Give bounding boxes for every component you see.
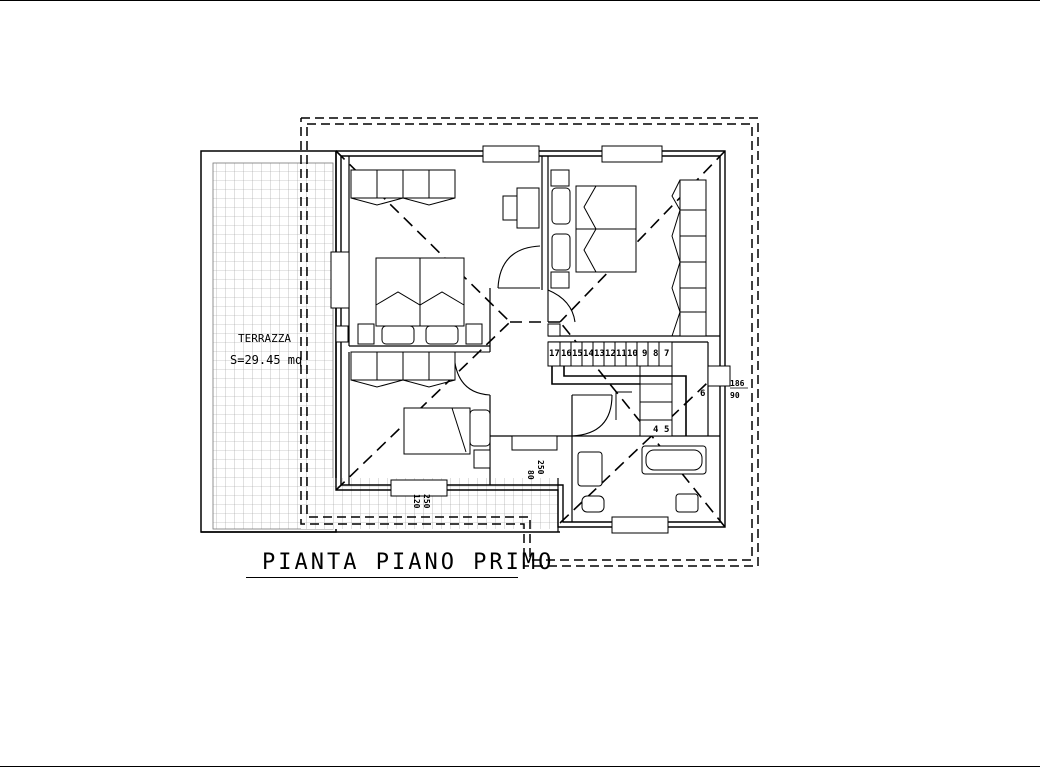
- dimension-labels: 186 90 80 250 120 250: [412, 379, 748, 509]
- roof-outline: [300, 117, 759, 567]
- title-underline: [246, 577, 518, 578]
- stair-step-12: 12: [605, 349, 616, 359]
- staircase: [547, 323, 687, 437]
- stair-step-17: 17: [549, 349, 560, 359]
- stair-step-6: 6: [700, 389, 705, 399]
- stair-step-11: 11: [616, 349, 627, 359]
- dim-door-b: 250: [536, 460, 545, 475]
- dim-right-top: 186: [730, 379, 745, 388]
- bedroom-bottom-left: [350, 351, 491, 469]
- doors: [453, 245, 613, 437]
- dim-right-bottom: 90: [730, 391, 740, 400]
- drawing-title: PIANTA PIANO PRIMO: [262, 550, 555, 575]
- bedroom-top-left: [335, 169, 540, 345]
- terrace-area: S=29.45 mq: [230, 353, 302, 367]
- exterior-walls: [335, 150, 726, 528]
- stair-step-15: 15: [572, 349, 583, 359]
- stair-step-14: 14: [583, 349, 594, 359]
- stair-step-5: 5: [664, 425, 669, 435]
- stair-step-9: 9: [642, 349, 647, 359]
- bedroom-top-right: [550, 169, 707, 337]
- dim-door-a: 80: [526, 470, 535, 480]
- sheet-bottom-border: [0, 766, 1040, 767]
- stair-step-7: 7: [664, 349, 669, 359]
- terrace: [200, 150, 560, 533]
- terrace-label: TERRAZZA: [238, 332, 291, 345]
- sheet-top-border: [0, 0, 1040, 1]
- dim-window-b: 250: [422, 494, 431, 509]
- stair-step-4: 4: [653, 425, 659, 435]
- stair-step-10: 10: [627, 349, 638, 359]
- windows: [330, 145, 731, 534]
- dim-window-a: 120: [412, 494, 421, 509]
- stair-step-13: 13: [594, 349, 605, 359]
- bathroom: [577, 445, 707, 513]
- stair-step-numbers: 17 16 15 14 13 12 11 10 9 8 7 6 4 5: [549, 349, 705, 435]
- stair-step-16: 16: [561, 349, 572, 359]
- stair-step-8: 8: [653, 349, 658, 359]
